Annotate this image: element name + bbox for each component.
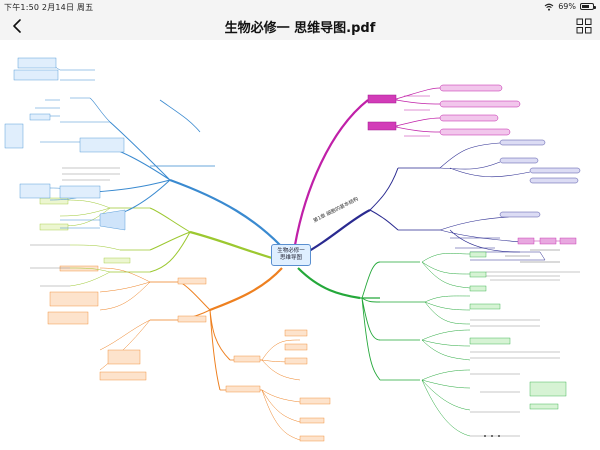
- battery-percent: 69%: [558, 2, 576, 11]
- chevron-left-icon: [13, 19, 21, 33]
- battery-icon: [580, 3, 596, 10]
- battery-fill: [582, 5, 589, 8]
- root-line-1: 生物必修一: [277, 248, 305, 254]
- status-time-date: 下午1:50 2月14日 周五: [4, 3, 94, 12]
- grid-icon[interactable]: [576, 18, 592, 34]
- mindmap-root-node[interactable]: 生物必修一 思维导图: [271, 244, 311, 266]
- pdf-page[interactable]: 生物必修一 思维导图 第1章 细胞的基本结构: [0, 40, 600, 450]
- branch-lime: [30, 197, 273, 287]
- branch-orange: [47, 265, 331, 442]
- status-bar: 下午1:50 2月14日 周五 69%: [0, 0, 600, 14]
- status-right-cluster: 69%: [544, 2, 596, 11]
- mindmap-canvas: [4, 57, 581, 442]
- branch-magenta: [293, 84, 521, 246]
- back-button[interactable]: [6, 16, 28, 36]
- branch-green: [297, 251, 580, 437]
- nav-bar: 生物必修一 思维导图.pdf: [0, 14, 600, 38]
- root-line-2: 思维导图: [279, 255, 302, 261]
- wifi-icon: [544, 3, 554, 11]
- document-title: 生物必修一 思维导图.pdf: [224, 21, 376, 36]
- branch-blue: [4, 57, 281, 246]
